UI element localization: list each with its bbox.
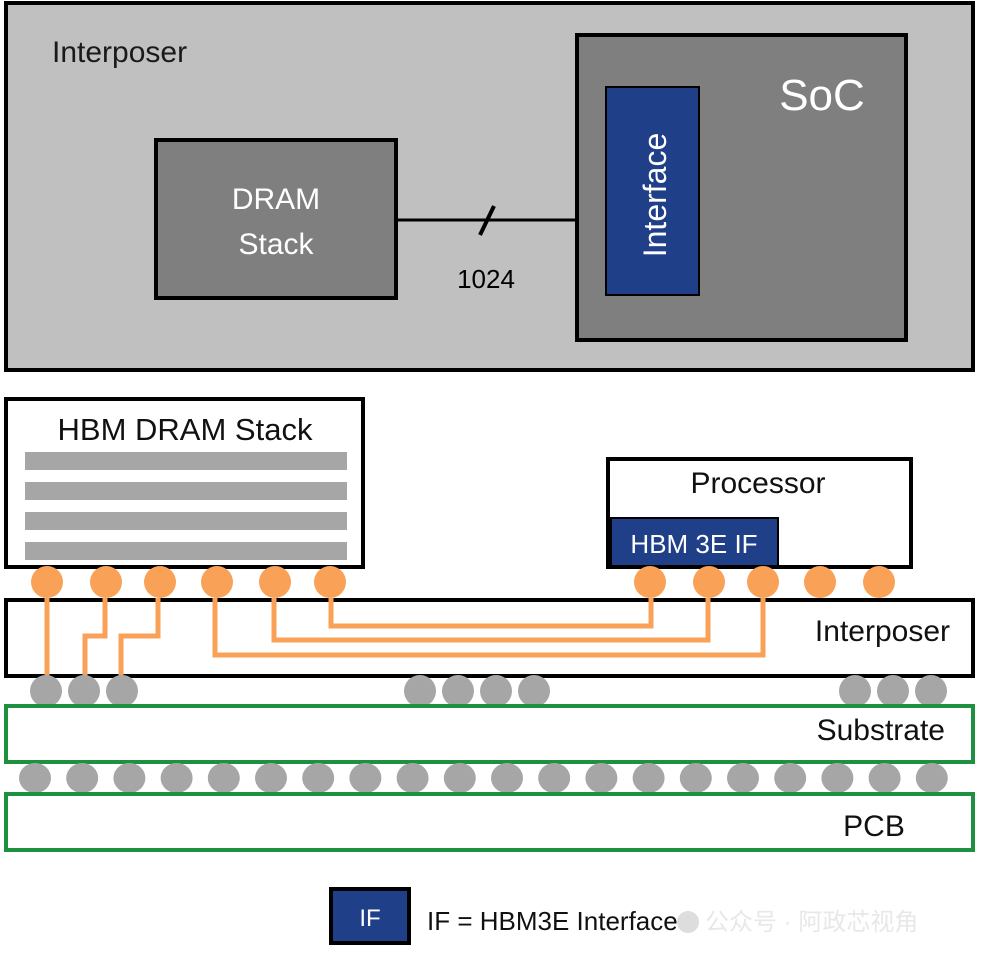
microbump xyxy=(90,566,122,598)
microbump xyxy=(31,566,63,598)
bga-ball xyxy=(915,763,948,793)
microbump xyxy=(634,566,666,598)
c4-bump xyxy=(30,675,62,707)
watermark-icon xyxy=(677,911,699,933)
substrate-label: Substrate xyxy=(817,714,945,747)
microbump xyxy=(863,566,895,598)
dram-stack-block xyxy=(154,138,398,300)
hbm-die-layer xyxy=(25,542,347,560)
c4-bump xyxy=(442,675,474,707)
trace-route-1 xyxy=(328,598,654,629)
interface-block xyxy=(605,86,700,296)
bga-ball xyxy=(585,763,618,793)
pcb-layer xyxy=(4,792,975,852)
bga-ball xyxy=(302,763,335,793)
interposer-c4-bumps xyxy=(30,675,947,707)
c4-bump xyxy=(839,675,871,707)
c4-bump xyxy=(404,675,436,707)
bga-ball xyxy=(821,763,854,793)
legend-swatch-label: IF xyxy=(359,905,380,932)
c4-bump xyxy=(106,675,138,707)
bga-ball xyxy=(727,763,759,793)
bga-ball xyxy=(66,763,99,793)
bus-slash-mark xyxy=(478,205,496,236)
trace-route-2 xyxy=(271,598,711,643)
bga-ball xyxy=(113,763,146,793)
trace-step-3 xyxy=(118,598,161,676)
microbump xyxy=(144,566,176,598)
bga-ball xyxy=(632,763,665,793)
substrate-layer xyxy=(4,704,975,764)
microbump xyxy=(804,566,836,598)
bga-ball xyxy=(538,763,571,793)
bga-ball xyxy=(679,763,712,793)
c4-bump xyxy=(480,675,512,707)
trace-route-3 xyxy=(212,598,766,658)
hbm-if-block xyxy=(610,517,779,567)
bga-ball xyxy=(491,763,523,793)
pcb-label: PCB xyxy=(843,810,905,843)
bga-ball xyxy=(255,763,287,793)
legend-if-swatch xyxy=(329,887,411,945)
bga-ball xyxy=(443,763,476,793)
c4-bump xyxy=(877,675,909,707)
bga-ball xyxy=(868,763,901,793)
dram-stack-label-line2: Stack xyxy=(238,228,314,261)
processor-label: Processor xyxy=(690,467,825,500)
hbm-die-layer xyxy=(25,482,347,500)
c4-bump xyxy=(68,675,100,707)
soc-label: SoC xyxy=(779,71,865,120)
bga-ball xyxy=(207,763,240,793)
microbump xyxy=(201,566,233,598)
interposer-traces xyxy=(44,598,766,676)
hbm-die-layers xyxy=(25,452,347,560)
hbm-microbumps xyxy=(31,566,346,598)
microbump xyxy=(259,566,291,598)
trace-step-2 xyxy=(82,598,108,676)
bga-ball xyxy=(396,763,429,793)
watermark-text: 公众号 · 阿政芯视角 xyxy=(705,909,918,936)
interface-label: Interface xyxy=(637,133,673,258)
hbm-stack-label: HBM DRAM Stack xyxy=(58,412,313,447)
hbm-die-layer xyxy=(25,452,347,470)
c4-bump xyxy=(915,675,947,707)
processor-microbumps xyxy=(634,566,895,598)
substrate-bga-balls xyxy=(19,763,948,793)
microbump xyxy=(693,566,725,598)
bga-ball xyxy=(774,763,807,793)
c4-bump xyxy=(518,675,550,707)
legend-description: IF = HBM3E Interface xyxy=(427,906,678,936)
bga-ball xyxy=(160,763,193,793)
bus-width-label: 1024 xyxy=(457,264,515,294)
hbm-if-label: HBM 3E IF xyxy=(630,529,757,559)
top-interposer-label: Interposer xyxy=(52,36,187,69)
interposer-layer-label: Interposer xyxy=(815,615,950,648)
hbm-die-layer xyxy=(25,512,347,530)
microbump xyxy=(314,566,346,598)
bga-ball xyxy=(349,763,382,793)
bga-ball xyxy=(19,763,51,793)
dram-stack-label-line1: DRAM xyxy=(232,183,320,216)
microbump xyxy=(747,566,779,598)
